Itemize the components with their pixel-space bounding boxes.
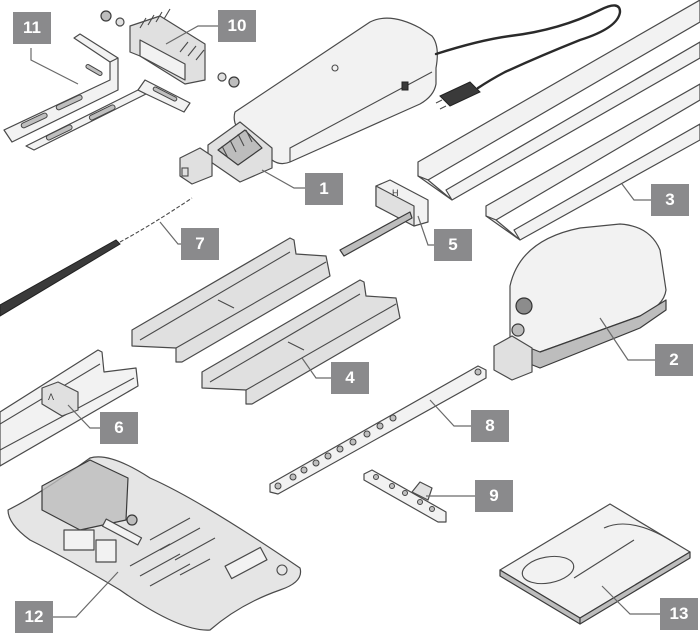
leader-11 [30, 48, 79, 85]
leader-1 [261, 169, 305, 189]
leader-lines [30, 25, 660, 618]
leader-10 [165, 25, 218, 45]
label-12: 12 [15, 601, 53, 633]
svg-text:Λ: Λ [48, 392, 54, 402]
leader-12 [53, 571, 119, 618]
part-8-perforated-arm [269, 365, 487, 495]
label-11: 11 [13, 12, 51, 44]
part-1-power-cable [434, 4, 622, 110]
part-12-hardware-bag [7, 456, 302, 631]
label-4: 4 [331, 362, 369, 394]
part-6-rail-slider: Λ [0, 349, 139, 467]
leader-4 [301, 357, 331, 379]
part-5-limit-switch: H [339, 179, 429, 257]
label-13: 13 [660, 598, 698, 630]
label-10: 10 [218, 10, 256, 42]
part-2-control-unit [493, 223, 667, 381]
part-4-rails-short [131, 237, 401, 405]
part-1-motor-unit [179, 17, 438, 185]
leader-6 [67, 404, 100, 429]
leader-2 [599, 317, 655, 361]
part-7-chain [0, 197, 193, 317]
part-13-manual [499, 503, 691, 625]
label-2: 2 [655, 344, 693, 376]
label-3: 3 [651, 184, 689, 216]
part-3-rails-long [417, 0, 700, 241]
label-1: 1 [305, 173, 343, 205]
label-6: 6 [100, 412, 138, 444]
leader-7 [159, 221, 181, 245]
leader-13 [601, 585, 660, 615]
leader-8 [429, 399, 471, 427]
svg-text:H: H [392, 188, 399, 198]
leader-3 [621, 183, 651, 201]
part-11-angle-brackets [3, 33, 191, 151]
label-8: 8 [471, 410, 509, 442]
leader-5 [417, 215, 434, 246]
label-7: 7 [181, 228, 219, 260]
label-5: 5 [434, 229, 472, 261]
label-9: 9 [475, 480, 513, 512]
arm-holes [274, 414, 397, 490]
